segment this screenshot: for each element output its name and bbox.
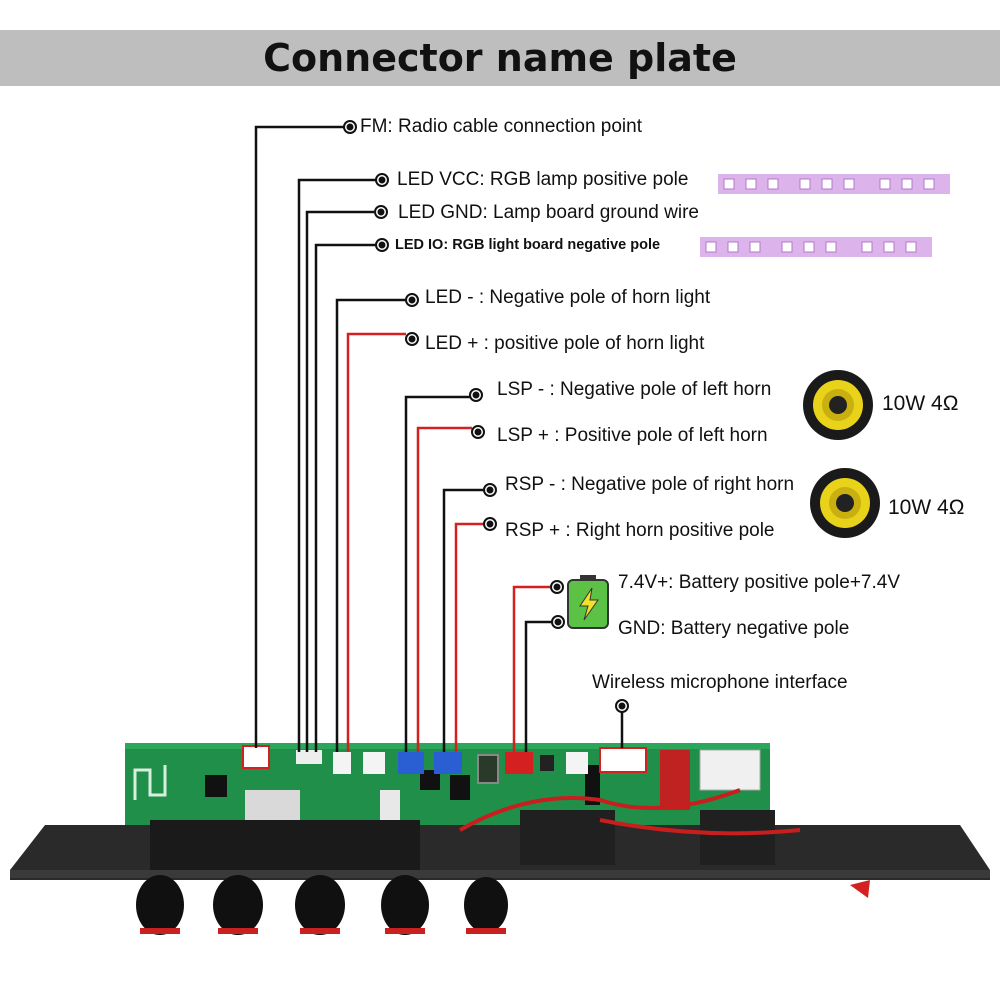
led-strip-top [718, 174, 950, 194]
rsp-plus-terminal-icon [483, 517, 497, 531]
label-led-minus: LED - : Negative pole of horn light [425, 287, 711, 308]
led-strip-bottom [700, 237, 932, 257]
rsp-minus-wire [442, 488, 484, 752]
label-fm: FM: Radio cable connection point [360, 116, 642, 137]
speaker-right-rating: 10W 4Ω [888, 496, 965, 519]
label-led-io: LED IO: RGB light board negative pole [395, 237, 661, 253]
led-io-terminal-icon [375, 238, 389, 252]
label-rsp-minus: RSP - : Negative pole of right horn [505, 474, 795, 495]
rsp-minus-terminal-icon [483, 483, 497, 497]
bat-gnd-wire [524, 620, 552, 752]
led-vcc-terminal-icon [375, 173, 389, 187]
page-title: Connector name plate [263, 36, 737, 80]
mic-terminal-icon [615, 699, 629, 713]
bat-plus-terminal-icon [550, 580, 564, 594]
label-led-gnd: LED GND: Lamp board ground wire [398, 202, 699, 223]
label-lsp-plus: LSP + : Positive pole of left horn [497, 425, 768, 446]
pcb-board [125, 743, 770, 825]
label-rsp-plus: RSP + : Right horn positive pole [505, 520, 775, 541]
bat-plus-wire [512, 585, 550, 752]
speaker-left-rating: 10W 4Ω [882, 392, 959, 415]
battery-icon [567, 575, 609, 629]
front-panel [136, 788, 870, 935]
led-io-wire [314, 243, 376, 752]
label-battery-plus: 7.4V+: Battery positive pole+7.4V [618, 572, 901, 593]
speaker-right-icon [810, 468, 880, 538]
label-wireless-mic: Wireless microphone interface [592, 672, 848, 693]
led-vcc-wire [297, 178, 376, 752]
led-minus-wire [335, 298, 406, 752]
rsp-plus-wire [454, 522, 484, 752]
led-gnd-terminal-icon [374, 205, 388, 219]
title-bar: Connector name plate [0, 30, 1000, 86]
label-led-vcc: LED VCC: RGB lamp positive pole [397, 169, 689, 190]
label-lsp-minus: LSP - : Negative pole of left horn [497, 379, 772, 400]
led-gnd-wire [305, 210, 374, 752]
label-battery-gnd: GND: Battery negative pole [618, 618, 850, 639]
fm-terminal-icon [343, 120, 357, 134]
led-plus-wire [346, 332, 406, 752]
lsp-plus-terminal-icon [471, 425, 485, 439]
led-plus-terminal-icon [405, 332, 419, 346]
lsp-minus-wire [404, 395, 470, 752]
speaker-left-icon [803, 370, 873, 440]
lsp-minus-terminal-icon [469, 388, 483, 402]
bat-gnd-terminal-icon [551, 615, 565, 629]
led-minus-terminal-icon [405, 293, 419, 307]
label-led-plus: LED + : positive pole of horn light [425, 333, 705, 354]
lsp-plus-wire [416, 426, 472, 752]
fm-wire [254, 125, 344, 748]
